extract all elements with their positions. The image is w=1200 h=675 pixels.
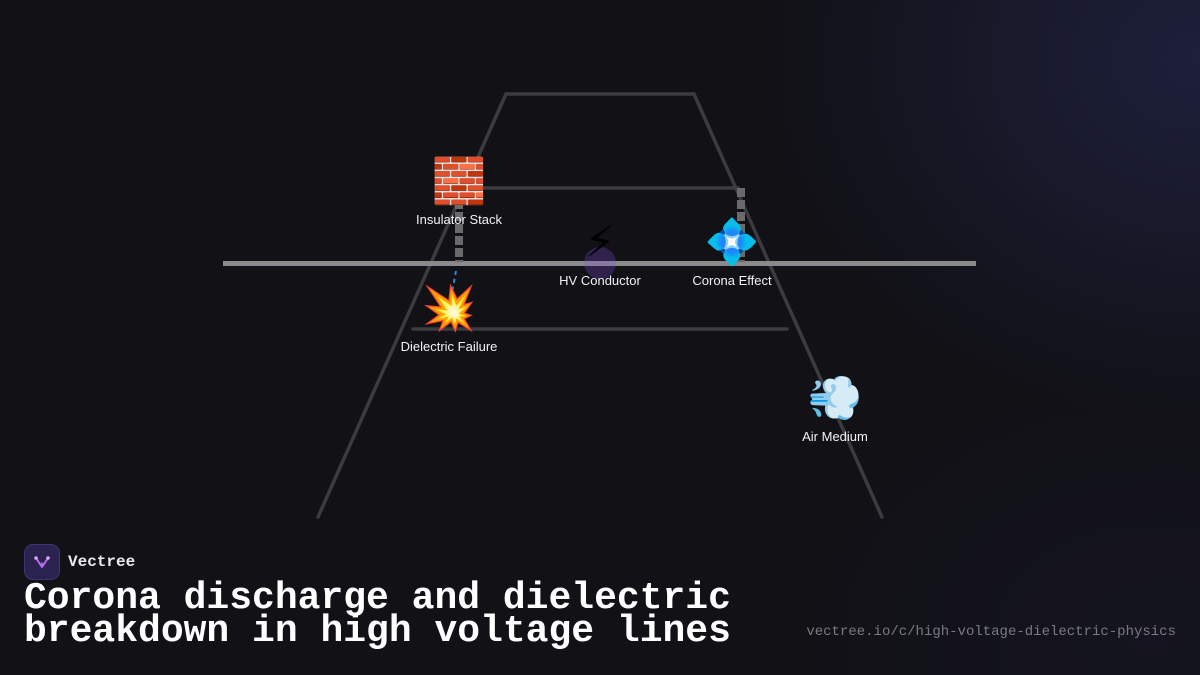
dash-wind-icon: 💨	[807, 373, 863, 424]
spark-path	[449, 270, 457, 304]
tower-frame	[316, 92, 884, 519]
brand-name: Vectree	[68, 553, 136, 571]
brand: Vectree	[24, 544, 135, 580]
air-medium-label: Air Medium	[802, 429, 868, 444]
source-url: vectree.io/c/high-voltage-dielectric-phy…	[806, 624, 1176, 640]
air-medium-node: 💨 Air Medium	[802, 373, 868, 445]
corona-effect-node: 💠 Corona Effect	[692, 217, 772, 289]
vectree-logo-icon	[24, 544, 60, 580]
lightning-icon: ⚡	[584, 217, 616, 268]
collision-icon: 💥	[421, 283, 477, 334]
insulator-stack-node: 🧱 Insulator Stack	[416, 156, 502, 228]
insulator-stack-label: Insulator Stack	[416, 212, 502, 227]
conductor-glow	[584, 247, 616, 279]
diamond-with-dot-icon: 💠	[704, 217, 760, 268]
hv-conductor-label: HV Conductor	[559, 273, 641, 288]
dielectric-failure-label: Dielectric Failure	[400, 339, 498, 354]
corona-effect-label: Corona Effect	[692, 273, 772, 288]
dielectric-failure-node: 💥 Dielectric Failure	[400, 283, 498, 355]
hv-conductor-node: ⚡ HV Conductor	[559, 217, 641, 289]
brick-icon: 🧱	[431, 156, 487, 207]
page-title: Corona discharge and dielectric breakdow…	[24, 577, 731, 653]
